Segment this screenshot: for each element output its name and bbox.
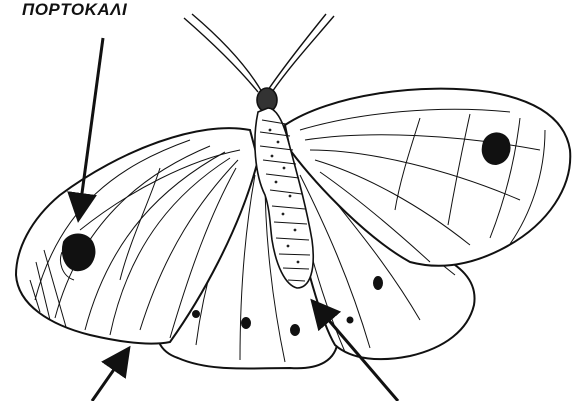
label-portokali: ΠΟΡΤΟΚΑΛΙ	[22, 0, 127, 20]
antennae	[184, 14, 334, 92]
arrow-wing-edge	[92, 358, 122, 401]
